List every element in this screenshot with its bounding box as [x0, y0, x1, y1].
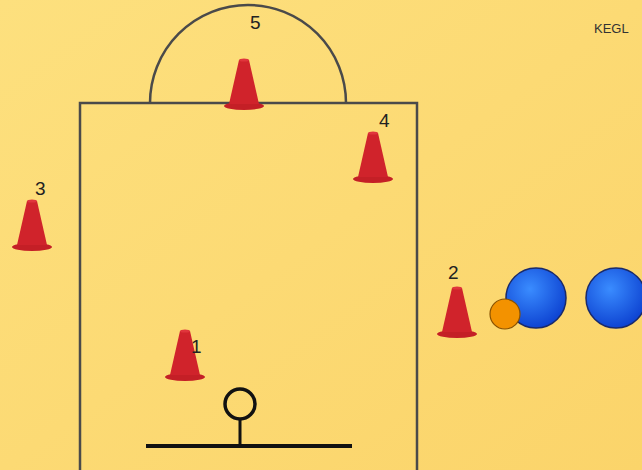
- goal-stem: [239, 419, 242, 446]
- callout-number: 5: [250, 13, 261, 32]
- cone: [353, 131, 393, 183]
- player: [586, 268, 642, 328]
- ball: [490, 299, 520, 329]
- callout-number: 4: [379, 111, 390, 130]
- cone: [224, 58, 264, 110]
- cone: [12, 199, 52, 251]
- cone: [165, 329, 205, 381]
- callout-number: 3: [35, 179, 46, 198]
- goal-ring: [225, 389, 255, 419]
- goal-line: [146, 444, 352, 448]
- callout-number: 1: [191, 337, 202, 356]
- callout-number: 2: [448, 263, 459, 282]
- cone: [437, 286, 477, 338]
- field-outline: [80, 103, 417, 470]
- header-text: KEGL: [594, 22, 629, 35]
